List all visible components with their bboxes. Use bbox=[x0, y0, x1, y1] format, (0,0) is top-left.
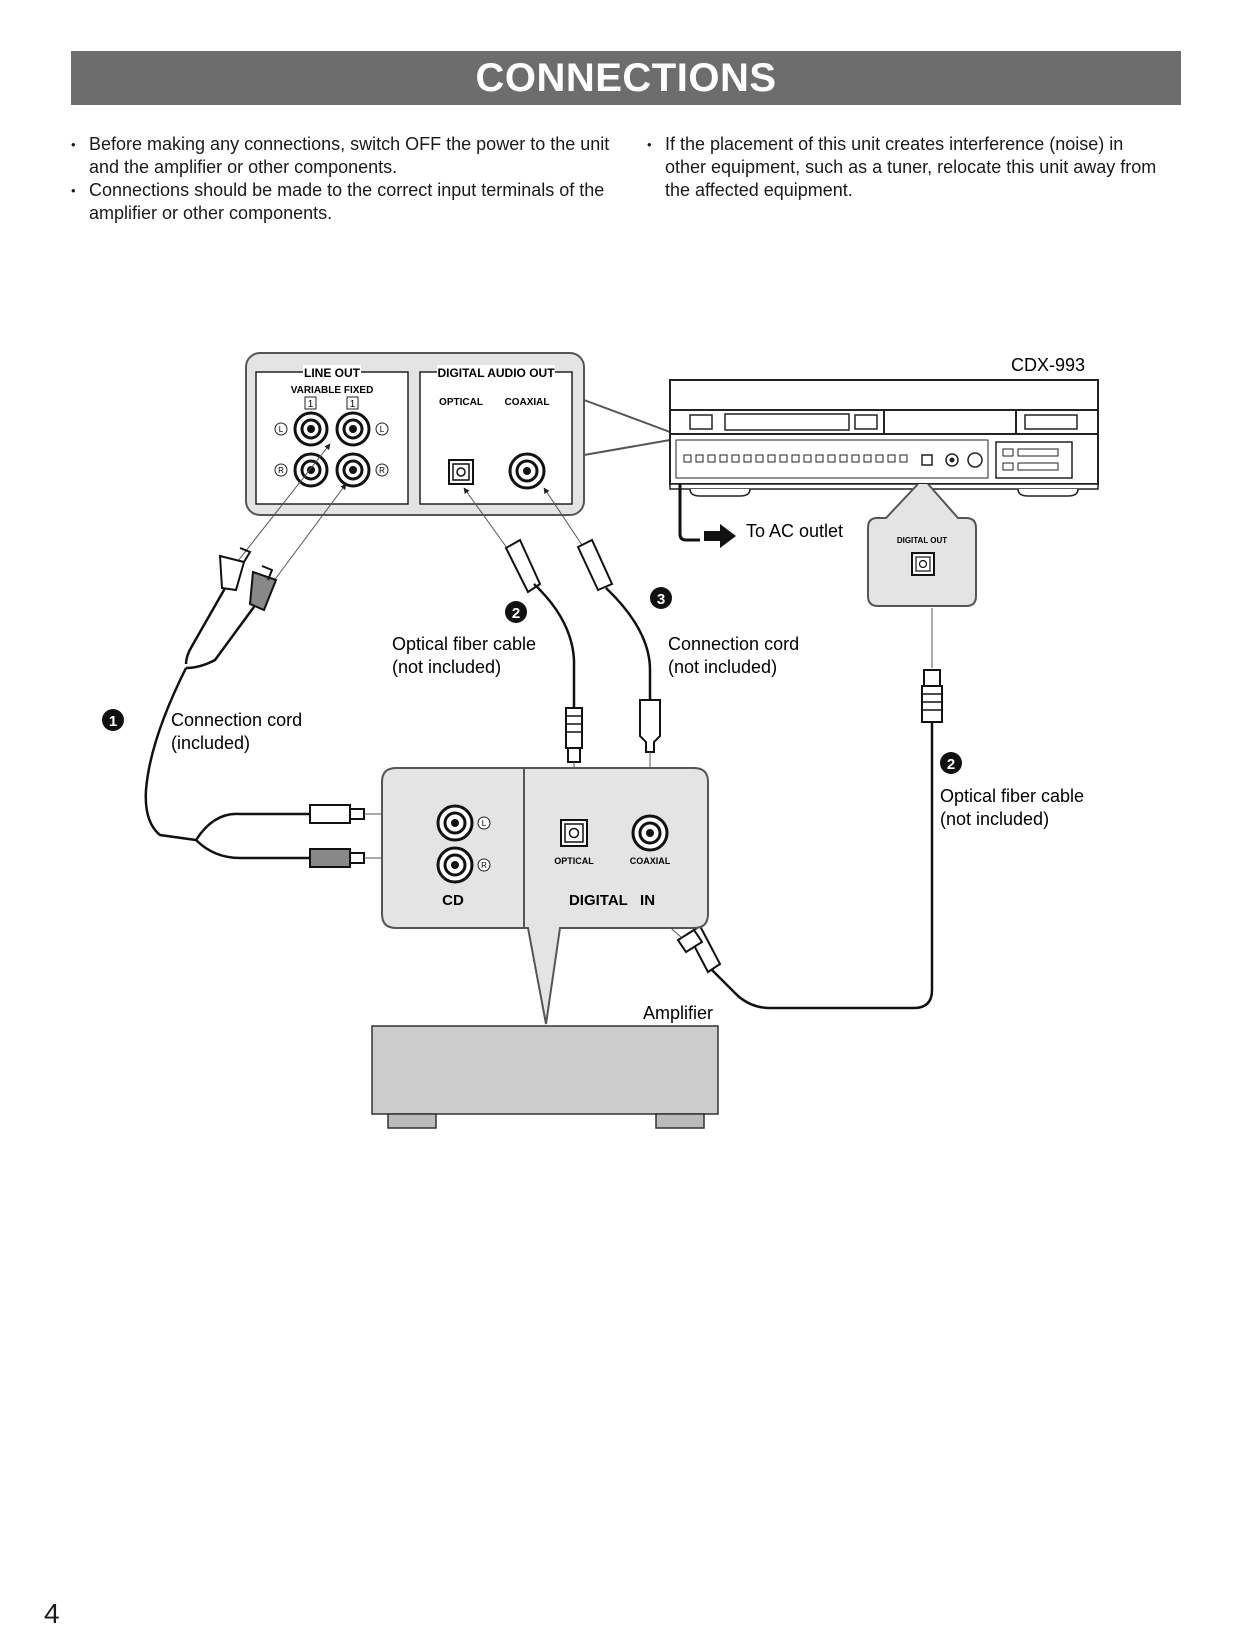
model-label: CDX-993 bbox=[1011, 355, 1085, 375]
left-marker: L bbox=[380, 425, 385, 434]
svg-text:3: 3 bbox=[657, 591, 665, 608]
coaxial-out-jack bbox=[508, 452, 546, 490]
badge-2: 2 bbox=[505, 601, 527, 623]
digital-out-callout: DIGITAL OUT bbox=[867, 483, 977, 607]
left-marker: L bbox=[279, 425, 284, 434]
svg-text:2: 2 bbox=[947, 756, 955, 773]
digital-out-label: DIGITAL OUT bbox=[897, 536, 947, 545]
right-marker: R bbox=[481, 861, 487, 870]
included-cable-label: Connection cord bbox=[171, 710, 302, 730]
cd-input-jacks bbox=[436, 804, 474, 884]
svg-text:1: 1 bbox=[109, 713, 117, 730]
cd-player: CDX-993 bbox=[669, 355, 1099, 497]
notes-right: If the placement of this unit creates in… bbox=[647, 133, 1167, 202]
amplifier-label: Amplifier bbox=[643, 1003, 713, 1023]
ac-outlet-label: To AC outlet bbox=[746, 521, 843, 541]
variable-mark: 1 bbox=[308, 399, 314, 410]
cable-coaxial bbox=[543, 487, 661, 817]
digital-in-label: DIGITAL IN bbox=[569, 892, 655, 909]
included-cable-note: (included) bbox=[171, 733, 250, 753]
badge-2: 2 bbox=[940, 752, 962, 774]
optical-cable-note: (not included) bbox=[392, 657, 501, 677]
amp-optical-label: OPTICAL bbox=[554, 856, 594, 866]
right-marker: R bbox=[278, 466, 284, 475]
note-item: If the placement of this unit creates in… bbox=[647, 133, 1167, 202]
page-number: 4 bbox=[44, 1598, 60, 1629]
line-out-label: LINE OUT bbox=[304, 366, 361, 380]
amplifier: Amplifier bbox=[371, 1003, 719, 1129]
note-item: Before making any connections, switch OF… bbox=[71, 133, 611, 179]
cable-included bbox=[144, 443, 434, 868]
coaxial-in-jack bbox=[631, 814, 669, 852]
optical-cable-label: Optical fiber cable bbox=[392, 634, 536, 654]
rear-panel-inset: LINE OUT VARIABLE FIXED 1 1 L L R R DIGI… bbox=[245, 352, 671, 516]
arrow-right-icon bbox=[704, 524, 736, 548]
variable-fixed-label: VARIABLE FIXED bbox=[291, 385, 374, 396]
coax-cable-note: (not included) bbox=[668, 657, 777, 677]
digital-audio-out-label: DIGITAL AUDIO OUT bbox=[437, 366, 555, 380]
badge-3: 3 bbox=[650, 587, 672, 609]
amp-coaxial-label: COAXIAL bbox=[630, 856, 671, 866]
cable-optical-amp bbox=[577, 608, 943, 1010]
amplifier-panel-inset: L R CD OPTICAL COAXIAL DIGITAL IN bbox=[381, 767, 709, 1025]
note-item: Connections should be made to the correc… bbox=[71, 179, 611, 225]
ac-cord: To AC outlet bbox=[678, 484, 843, 548]
fixed-mark: 1 bbox=[350, 399, 356, 410]
cd-input-label: CD bbox=[442, 892, 464, 909]
coaxial-label: COAXIAL bbox=[505, 397, 550, 408]
coax-cable-label: Connection cord bbox=[668, 634, 799, 654]
right-marker: R bbox=[379, 466, 385, 475]
optical-label: OPTICAL bbox=[439, 397, 483, 408]
optical-cable-label: Optical fiber cable bbox=[940, 786, 1084, 806]
optical-out-jack bbox=[448, 459, 474, 485]
notes-left: Before making any connections, switch OF… bbox=[71, 133, 611, 225]
optical-cable-note: (not included) bbox=[940, 809, 1049, 829]
left-marker: L bbox=[482, 819, 487, 828]
optical-in-jack bbox=[560, 819, 588, 847]
page-title: CONNECTIONS bbox=[71, 51, 1181, 105]
svg-text:2: 2 bbox=[512, 605, 520, 622]
badge-1: 1 bbox=[102, 709, 124, 731]
